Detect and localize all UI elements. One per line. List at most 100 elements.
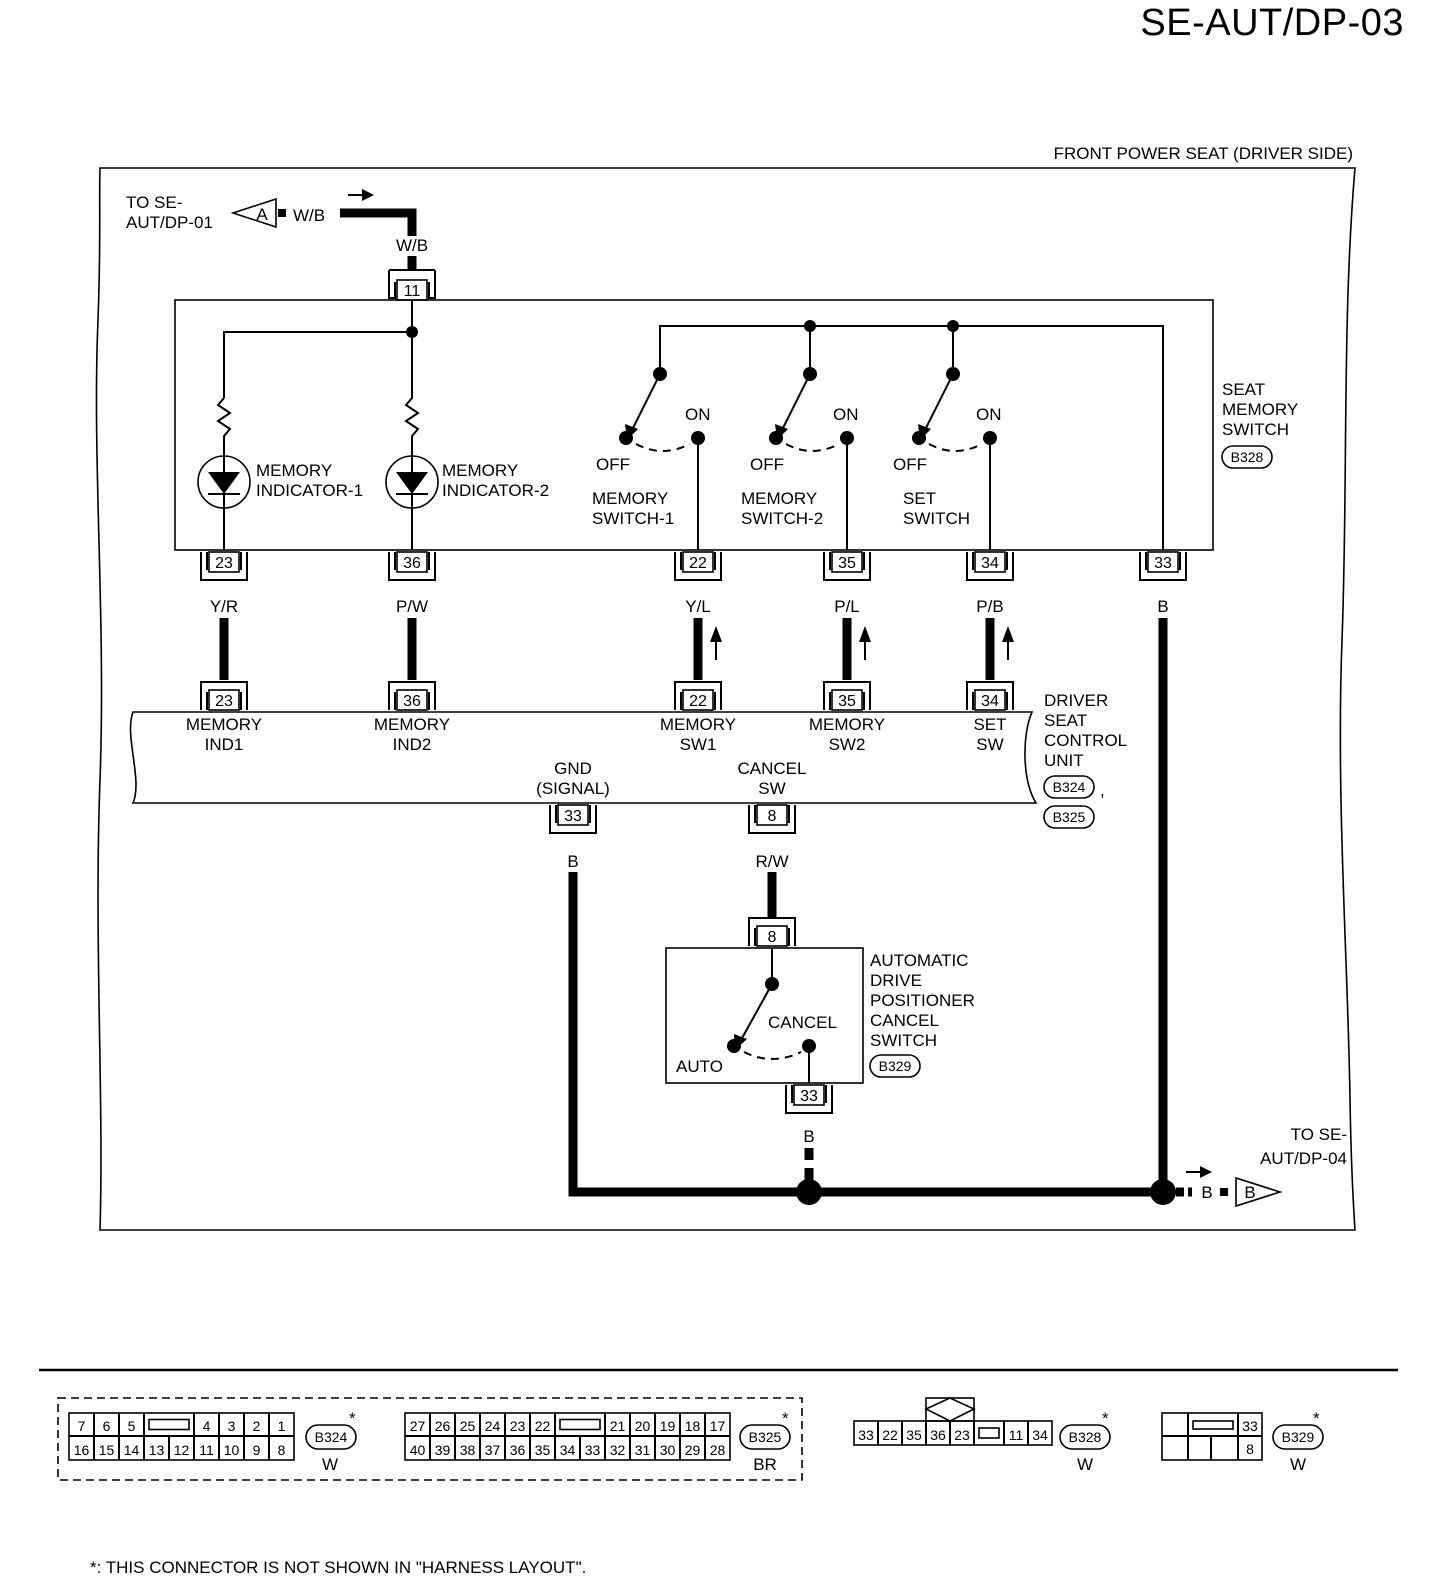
cu-pin-36: 36: [403, 693, 421, 710]
to-upper-line2: AUT/DP-01: [126, 213, 213, 232]
set-switch-on-label: ON: [976, 405, 1002, 424]
smsw-pin-34: 34: [981, 555, 999, 572]
cancel-auto-label: AUTO: [676, 1057, 723, 1076]
b324-cavity: 11: [199, 1442, 214, 1458]
cancel-switch-connector: B329: [879, 1058, 912, 1074]
memory-switch-1: OFF ON MEMORY SWITCH-1: [592, 367, 711, 550]
b325-cavity: 22: [535, 1418, 551, 1434]
svg-text:SW1: SW1: [680, 735, 717, 754]
set-switch-label-1: SET: [903, 489, 936, 508]
switch-2-on-label: ON: [833, 405, 859, 424]
svg-text:33: 33: [1242, 1418, 1258, 1434]
svg-text:,: ,: [1100, 781, 1105, 800]
memory-indicator-1: MEMORY INDICATOR-1: [197, 397, 363, 550]
wire-p-l-label: P/L: [834, 597, 860, 616]
b325-cavity: 25: [460, 1418, 476, 1434]
b328-cavity: 36: [930, 1427, 946, 1443]
b325-cavity: 38: [460, 1442, 476, 1458]
b324-cavity: 8: [278, 1442, 286, 1458]
wire-r-w-label: R/W: [755, 852, 788, 871]
smsw-pin-35: 35: [838, 555, 856, 572]
b324-cavity: 5: [128, 1418, 136, 1434]
b324-cavity: 14: [124, 1442, 140, 1458]
to-lower-line2: AUT/DP-04: [1260, 1149, 1347, 1168]
svg-text:IND2: IND2: [393, 735, 432, 754]
b325-cavity: 21: [610, 1418, 626, 1434]
to-lower-line1: TO SE-: [1291, 1125, 1347, 1144]
svg-text:MEMORY: MEMORY: [809, 715, 885, 734]
splice-dot: [1150, 1179, 1176, 1205]
cancel-pin-33: 33: [800, 1088, 818, 1105]
b325-cavity: 33: [585, 1442, 601, 1458]
b325-cavity: 27: [410, 1418, 426, 1434]
svg-text:BR: BR: [753, 1455, 777, 1474]
set-switch: OFF ON SET SWITCH: [893, 326, 1002, 550]
b328-cavity: 34: [1032, 1427, 1048, 1443]
control-unit-connector-1: B324: [1053, 779, 1086, 795]
cu-pin-22: 22: [689, 693, 707, 710]
b325-cavity: 20: [635, 1418, 651, 1434]
svg-text:MEMORY: MEMORY: [374, 715, 450, 734]
svg-text:B324: B324: [315, 1429, 348, 1445]
wire-y-r-label: Y/R: [210, 597, 238, 616]
set-switch-off-label: OFF: [893, 455, 927, 474]
to-upper-wire: W/B: [293, 206, 325, 225]
memory-indicator-2: MEMORY INDICATOR-2: [385, 332, 549, 550]
control-unit-name: DRIVER SEAT CONTROL UNIT: [1044, 691, 1131, 770]
cu-pin-8: 8: [768, 808, 777, 825]
indicator-1-label-2: INDICATOR-1: [256, 481, 363, 500]
svg-text:(SIGNAL): (SIGNAL): [536, 779, 610, 798]
b325-cavity: 29: [685, 1442, 701, 1458]
wire-b-label-smsw: B: [1157, 597, 1168, 616]
b325-cavity: 40: [410, 1442, 426, 1458]
svg-text:SW: SW: [976, 735, 1003, 754]
b325-cavity: 26: [435, 1418, 451, 1434]
splice-dot: [796, 1179, 822, 1205]
diagram-frame: [95, 167, 1356, 1231]
b325-cavity: 23: [510, 1418, 526, 1434]
connector-face-b329: 33 8 B329 * W: [1161, 1409, 1324, 1474]
b324-cavity: 7: [78, 1418, 86, 1434]
to-lower-wire: B: [1201, 1183, 1212, 1202]
switch-2-label-1: MEMORY: [741, 489, 817, 508]
b324-cavity: 16: [74, 1442, 90, 1458]
set-switch-label-2: SWITCH: [903, 509, 970, 528]
signal-arrows: [710, 626, 1014, 660]
indicator-2-label-1: MEMORY: [442, 461, 518, 480]
svg-text:IND1: IND1: [205, 735, 244, 754]
to-lower-arrow-icon[interactable]: [1235, 1176, 1283, 1208]
seat-memory-switch-connector: B328: [1231, 449, 1264, 465]
svg-text:B329: B329: [1282, 1429, 1315, 1445]
b324-b325-dashed-frame: [57, 1397, 803, 1481]
b324-cavity: 13: [149, 1442, 165, 1458]
b325-cavity: 32: [610, 1442, 626, 1458]
footnote: *: THIS CONNECTOR IS NOT SHOWN IN "HARNE…: [90, 1558, 586, 1577]
input-wire-label: W/B: [396, 236, 428, 255]
b325-cavity: 18: [685, 1418, 701, 1434]
svg-text:*: *: [1313, 1409, 1320, 1428]
indicator-2-label-2: INDICATOR-2: [442, 481, 549, 500]
svg-text:CANCEL: CANCEL: [738, 759, 807, 778]
control-unit-upper-connectors: 23 36 22 35 34: [200, 681, 1014, 711]
svg-text:W: W: [322, 1455, 338, 1474]
svg-text:*: *: [782, 1409, 789, 1428]
b325-cavity: 36: [510, 1442, 526, 1458]
smsw-pin-23: 23: [215, 555, 233, 572]
svg-text:SW2: SW2: [829, 735, 866, 754]
switch-1-on-label: ON: [685, 405, 711, 424]
cu-pin-35: 35: [838, 693, 856, 710]
seat-memory-switch-name: SEAT MEMORY SWITCH: [1222, 380, 1303, 439]
b325-cavity: 37: [485, 1442, 501, 1458]
b325-cavity: 28: [710, 1442, 726, 1458]
to-upper-arrow-icon[interactable]: [230, 197, 277, 229]
svg-text:MEMORY: MEMORY: [660, 715, 736, 734]
b325-cavity: 39: [435, 1442, 451, 1458]
cu-pin-33: 33: [564, 808, 582, 825]
b325-cavity: 19: [660, 1418, 676, 1434]
svg-text:*: *: [349, 1409, 356, 1428]
b324-cavity: 3: [228, 1418, 236, 1434]
